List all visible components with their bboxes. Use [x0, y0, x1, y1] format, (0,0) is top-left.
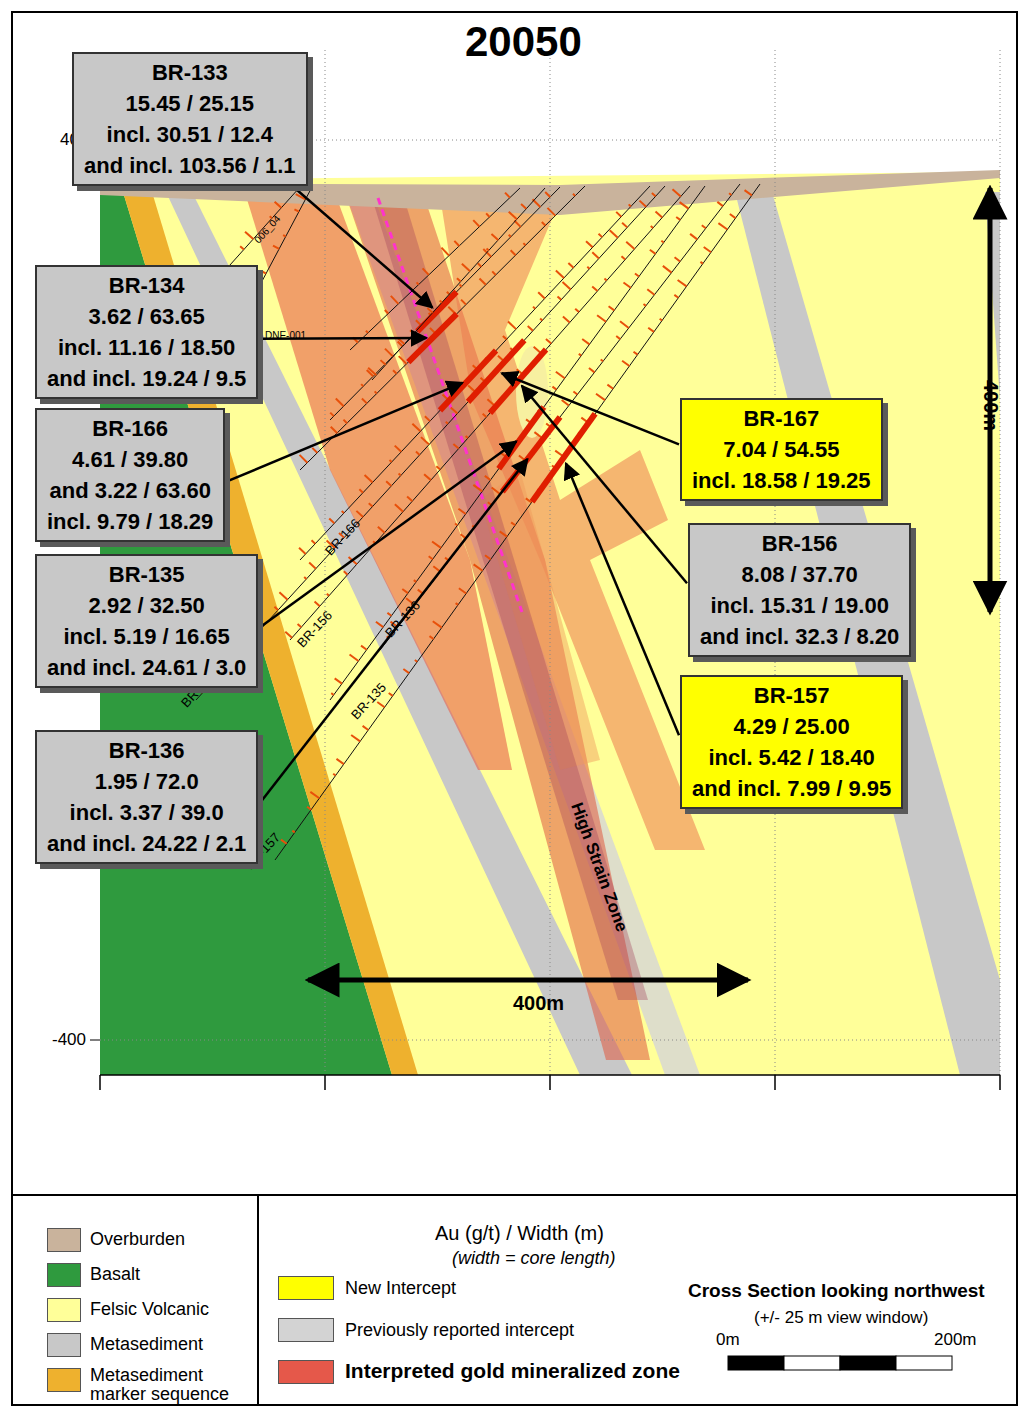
leader-arrow	[259, 441, 516, 627]
intercept	[499, 407, 544, 469]
axis-label: -400	[52, 1030, 86, 1050]
high-strain-band	[372, 198, 648, 1000]
legend-text: Overburden	[90, 1228, 185, 1250]
hole-name: BR-135	[47, 559, 246, 590]
assay-value: 2.92 / 32.50	[47, 590, 246, 621]
legend-label: 200m	[934, 1330, 977, 1350]
assay-value: incl. 30.51 / 12.4	[84, 119, 296, 150]
legend-text: Metasediment	[90, 1333, 203, 1355]
leader-arrow	[502, 373, 679, 444]
assay-value: 15.45 / 25.15	[84, 88, 296, 119]
assay-value: 7.04 / 54.55	[692, 434, 871, 465]
hole-name: BR-134	[47, 270, 246, 301]
assay-value: and incl. 32.3 / 8.20	[700, 621, 899, 652]
legend-swatch	[278, 1360, 334, 1384]
legend-text: New Intercept	[345, 1277, 456, 1299]
hole-name: BR-156	[700, 528, 899, 559]
intercept	[468, 340, 524, 402]
assay-value: 3.62 / 63.65	[47, 301, 246, 332]
leader-arrow	[294, 187, 433, 308]
assay-value: incl. 5.19 / 16.65	[47, 621, 246, 652]
legend-label: (+/- 25 m view window)	[754, 1308, 928, 1328]
leader-arrow	[259, 459, 527, 804]
assay-value: 1.95 / 72.0	[47, 766, 246, 797]
intercept	[532, 414, 595, 502]
legend-swatch	[278, 1318, 334, 1342]
legend-label: Au (g/t) / Width (m)	[435, 1222, 604, 1245]
assay-value: incl. 11.16 / 18.50	[47, 332, 246, 363]
section-title: 20050	[465, 18, 582, 66]
assay-value: 4.29 / 25.00	[692, 711, 891, 742]
assay-value: and incl. 103.56 / 1.1	[84, 150, 296, 181]
dimension-label: 400m	[979, 380, 1002, 431]
hole-name: BR-133	[84, 57, 296, 88]
legend-text: Interpreted gold mineralized zone	[345, 1360, 680, 1382]
hole-name: BR-166	[47, 413, 213, 444]
scale-bar	[840, 1356, 896, 1370]
legend-label: (width = core length)	[452, 1248, 616, 1269]
legend-text: Previously reported intercept	[345, 1319, 574, 1341]
scale-bar	[728, 1356, 784, 1370]
legend-swatch	[47, 1263, 81, 1287]
assay-value: incl. 5.42 / 18.40	[692, 742, 891, 773]
assay-value: and incl. 24.61 / 3.0	[47, 652, 246, 683]
assay-value: and 3.22 / 63.60	[47, 475, 213, 506]
scale-bar	[896, 1356, 952, 1370]
leader-arrow	[226, 383, 462, 482]
assay-value: and incl. 7.99 / 9.95	[692, 773, 891, 804]
legend-swatch	[278, 1276, 334, 1300]
hole-name: BR-167	[692, 403, 871, 434]
legend-swatch	[47, 1333, 81, 1357]
legend-swatch	[47, 1298, 81, 1322]
assay-value: 4.61 / 39.80	[47, 444, 213, 475]
scale-bar	[784, 1356, 840, 1370]
hole-name: BR-157	[692, 680, 891, 711]
intercept-callout: BR-13315.45 / 25.15incl. 30.51 / 12.4and…	[72, 52, 308, 186]
assay-value: incl. 3.37 / 39.0	[47, 797, 246, 828]
legend-label: 0m	[716, 1330, 740, 1350]
leader-arrows	[226, 187, 687, 804]
intercept-callout: BR-1343.62 / 63.65incl. 11.16 / 18.50and…	[35, 265, 258, 399]
assay-value: incl. 18.58 / 19.25	[692, 465, 871, 496]
intercept-callout: BR-1352.92 / 32.50incl. 5.19 / 16.65and …	[35, 554, 258, 688]
drill-holes	[196, 184, 760, 860]
intercept	[417, 292, 456, 332]
axes	[12, 12, 1017, 1405]
legend-swatch	[47, 1368, 81, 1392]
assay-value: incl. 15.31 / 19.00	[700, 590, 899, 621]
hole-name: BR-136	[47, 735, 246, 766]
drillhole-label: DNE-001	[265, 330, 306, 341]
assay-value: and incl. 24.22 / 2.1	[47, 828, 246, 859]
intercept-callout: BR-1677.04 / 54.55incl. 18.58 / 19.25	[680, 398, 883, 501]
legend-text: Basalt	[90, 1263, 140, 1285]
legend-label: Cross Section looking northwest	[688, 1280, 985, 1302]
intercept-callout: BR-1664.61 / 39.80and 3.22 / 63.60incl. …	[35, 408, 225, 542]
legend-text: Felsic Volcanic	[90, 1298, 209, 1320]
metasediment-band	[345, 192, 700, 1075]
assay-value: 8.08 / 37.70	[700, 559, 899, 590]
intercept-callout: BR-1361.95 / 72.0incl. 3.37 / 39.0and in…	[35, 730, 258, 864]
legend-swatch	[47, 1228, 81, 1252]
leader-arrow	[566, 463, 679, 735]
legend-text: Metasediment marker sequence	[90, 1366, 230, 1404]
dimension-label: 400m	[513, 992, 564, 1015]
dimension-arrow	[308, 978, 748, 983]
intercept-callout: BR-1574.29 / 25.00incl. 5.42 / 18.40and …	[680, 675, 903, 809]
assay-value: incl. 9.79 / 18.29	[47, 506, 213, 537]
assay-value: and incl. 19.24 / 9.5	[47, 363, 246, 394]
intercept-callout: BR-1568.08 / 37.70incl. 15.31 / 19.00and…	[688, 523, 911, 657]
